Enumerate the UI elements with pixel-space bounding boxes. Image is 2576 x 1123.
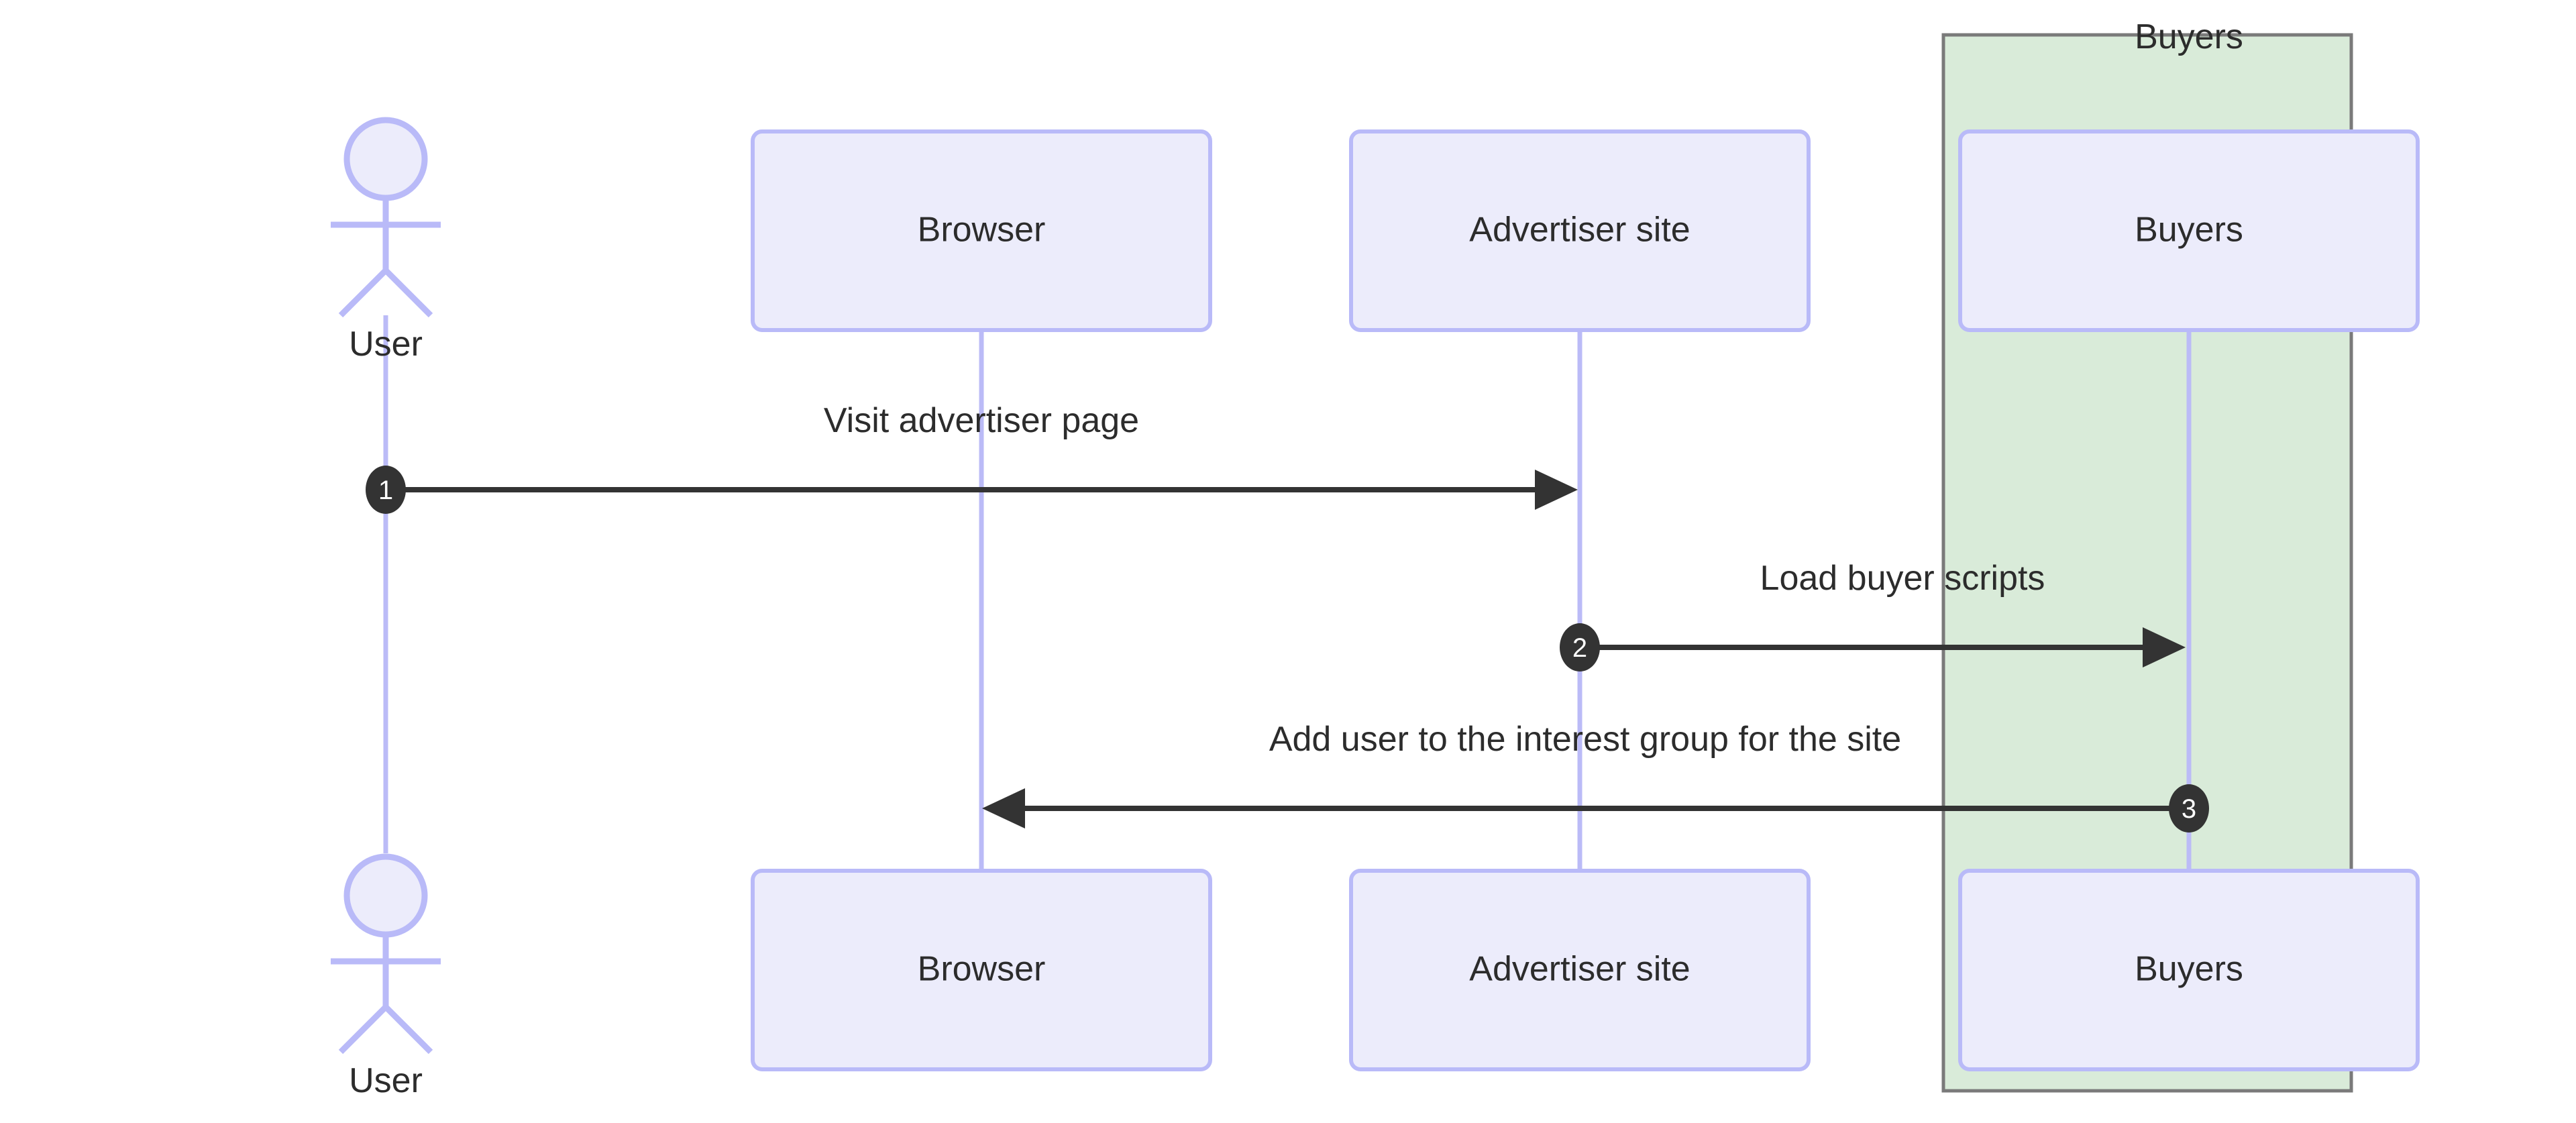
participant-rect-advertiser-site-bottom — [1349, 869, 1811, 1071]
participant-label-buyers-top: Buyers — [2135, 211, 2243, 250]
participant-label-advertiser-site-bottom: Advertiser site — [1469, 950, 1690, 989]
message-3-sequence-number: 3 — [2182, 794, 2196, 824]
participant-box-browser-bottom[interactable]: Browser — [751, 869, 1212, 1071]
group-box-title: Buyers — [2135, 17, 2243, 56]
message-2-label: Load buyer scripts — [1760, 559, 2045, 598]
participant-label-browser-bottom: Browser — [918, 950, 1046, 989]
actor-leg-right-icon — [383, 1004, 433, 1055]
message-1-sequence-number: 1 — [378, 476, 393, 505]
participant-label-browser-top: Browser — [918, 211, 1046, 250]
actor-leg-right-icon — [383, 268, 433, 318]
actor-label-user-bottom: User — [349, 1061, 423, 1100]
participant-box-buyers-top[interactable]: Buyers — [1958, 129, 2420, 332]
participant-rect-browser-bottom — [751, 869, 1212, 1071]
message-3-sequence-marker — [2169, 784, 2209, 833]
participant-rect-advertiser-site-top — [1349, 129, 1811, 332]
participant-rect-browser-top — [751, 129, 1212, 332]
participant-box-advertiser-site-bottom[interactable]: Advertiser site — [1349, 869, 1811, 1071]
message-1-arrowhead-right-icon — [1535, 470, 1578, 510]
participant-label-buyers-bottom: Buyers — [2135, 950, 2243, 989]
participant-box-browser-top[interactable]: Browser — [751, 129, 1212, 332]
message-1-sequence-marker — [366, 466, 406, 514]
actor-label-user-top: User — [349, 325, 423, 364]
message-2[interactable]: Load buyer scripts 2 — [1560, 559, 2186, 672]
message-2-arrowhead-right-icon — [2143, 627, 2186, 667]
participant-label-advertiser-site-top: Advertiser site — [1469, 211, 1690, 250]
message-2-sequence-marker — [1560, 623, 1600, 672]
message-1[interactable]: Visit advertiser page 1 — [366, 401, 1578, 514]
actor-user-top[interactable]: User — [331, 117, 441, 364]
actor-leg-left-icon — [338, 1004, 388, 1055]
participant-box-advertiser-site-top[interactable]: Advertiser site — [1349, 129, 1811, 332]
message-2-sequence-number: 2 — [1572, 633, 1587, 663]
message-3-label: Add user to the interest group for the s… — [1269, 720, 1901, 759]
participant-rect-buyers-top — [1958, 129, 2420, 332]
actor-user-bottom[interactable]: User — [331, 853, 441, 1100]
participant-rect-buyers-bottom — [1958, 869, 2420, 1071]
actor-head-icon — [343, 853, 428, 938]
message-3-arrowhead-left-icon — [982, 788, 1025, 828]
participant-box-buyers-bottom[interactable]: Buyers — [1958, 869, 2420, 1071]
message-3[interactable]: Add user to the interest group for the s… — [982, 720, 2209, 833]
actor-leg-left-icon — [338, 268, 388, 318]
actor-head-icon — [343, 117, 428, 201]
message-1-label: Visit advertiser page — [824, 401, 1139, 440]
